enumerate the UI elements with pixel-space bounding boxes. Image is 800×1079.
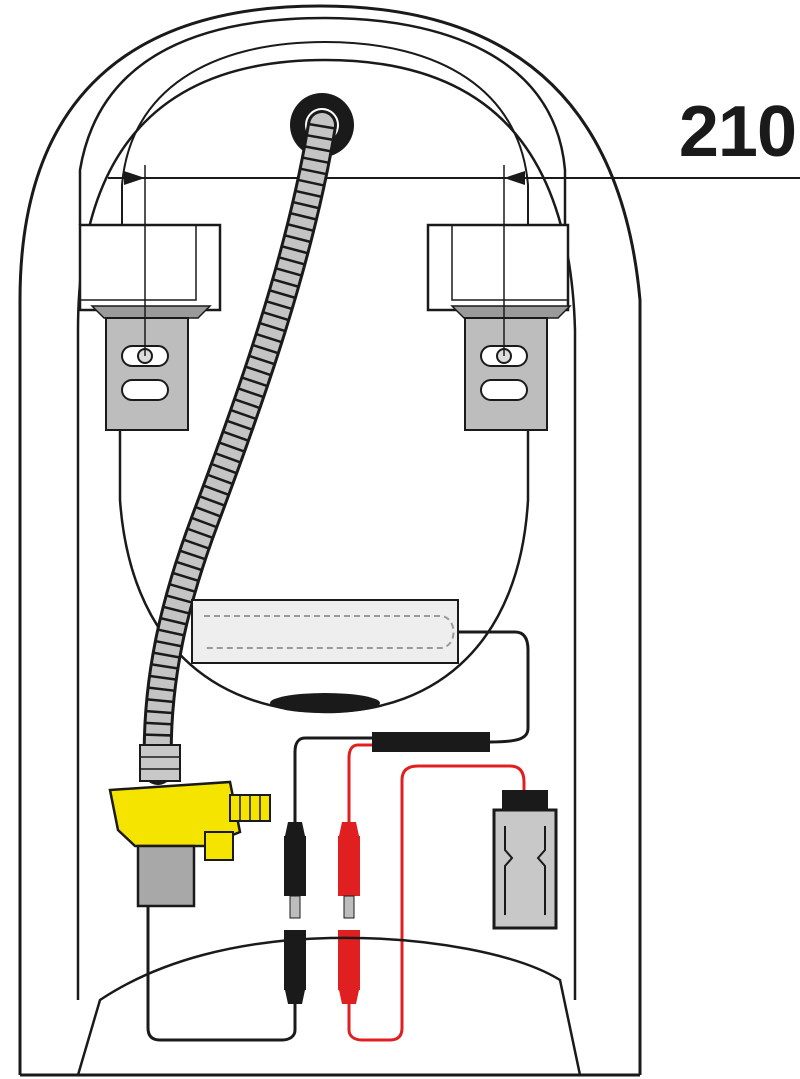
battery-pack [492, 790, 558, 930]
black-connector [284, 822, 306, 1004]
left-wall-bracket [90, 305, 212, 431]
right-wall-bracket [450, 305, 572, 431]
urinal-outer-shell [18, 4, 642, 1075]
pedestal-arc [76, 936, 582, 1076]
black-wire-lower [146, 906, 297, 1042]
top-collar [78, 16, 567, 225]
right-mount-block [426, 223, 570, 312]
red-connector [338, 822, 360, 1004]
dimension-label: 210 [678, 92, 797, 172]
black-wire-upper [293, 736, 372, 822]
dimension-lines [108, 165, 800, 356]
red-wire-lower [347, 764, 526, 1042]
solenoid-valve [108, 780, 271, 908]
left-mount-block [78, 223, 222, 312]
hose-coupling [139, 744, 181, 782]
ir-sensor-window [191, 599, 459, 664]
red-wire-upper [347, 743, 372, 822]
sensor-cable [458, 630, 530, 744]
top-collar-inner [121, 40, 529, 225]
drain-outlet [270, 693, 380, 713]
urinal-inner-rim [76, 58, 577, 1000]
cable-splitter [372, 732, 490, 752]
